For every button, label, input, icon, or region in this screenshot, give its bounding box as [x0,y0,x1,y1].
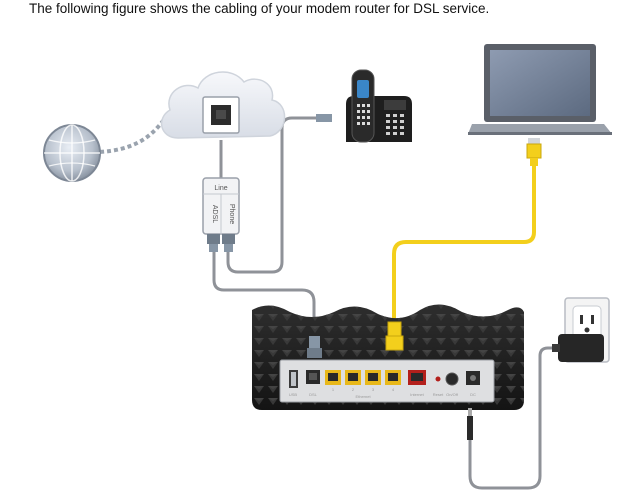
port-label-lan4: 4 [392,387,395,392]
ethernet-cable [392,166,536,330]
globe-icon [43,124,101,182]
port-label-lan2: 2 [352,387,355,392]
phone-cable [226,116,318,274]
power-cable [468,346,560,490]
internet-connection-dashes [99,116,167,154]
lan-port-4 [385,370,401,385]
port-label-dc: DC [470,392,476,397]
splitter-phone-label: Phone [228,204,235,224]
dsl-cable [212,252,316,338]
usb-port [289,370,298,388]
dsl-splitter-icon: Line ADSL Phone [202,177,240,252]
router-icon: USB DSL 1 2 3 4 Ethernet Internet Reset … [252,304,524,410]
phone-plug [222,234,235,252]
port-label-lan1: 1 [332,387,335,392]
telephone-icon [316,69,412,143]
port-label-power: On/Off [446,392,459,397]
dsl-port [306,370,320,384]
port-label-internet: Internet [410,392,424,397]
lan-port-2 [345,370,361,385]
reset-button [435,376,441,382]
splitter-line-label: Line [214,185,227,192]
lan-port-1 [325,370,341,385]
port-label-dsl: DSL [309,392,318,397]
port-label-usb: USB [289,392,298,397]
lan-port-3 [365,370,381,385]
splitter-adsl-label: ADSL [211,205,218,223]
figure-caption: The following figure shows the cabling o… [29,1,490,16]
internet-port [408,370,426,385]
port-label-ethernet: Ethernet [355,394,371,399]
adsl-plug [207,234,220,252]
power-button [445,372,459,386]
power-adapter-icon [552,334,604,362]
ethernet-cable-plug [385,321,404,351]
phone-cable-plug [318,114,332,122]
wall-phone-jack-icon [202,96,240,134]
port-label-lan3: 3 [372,387,375,392]
dsl-cable-plug [307,336,322,358]
power-cable-plug [467,408,473,440]
laptop-icon [468,44,612,166]
dc-power-port [466,371,480,385]
port-label-reset: Reset [433,392,444,397]
laptop-ethernet-plug [526,138,542,166]
